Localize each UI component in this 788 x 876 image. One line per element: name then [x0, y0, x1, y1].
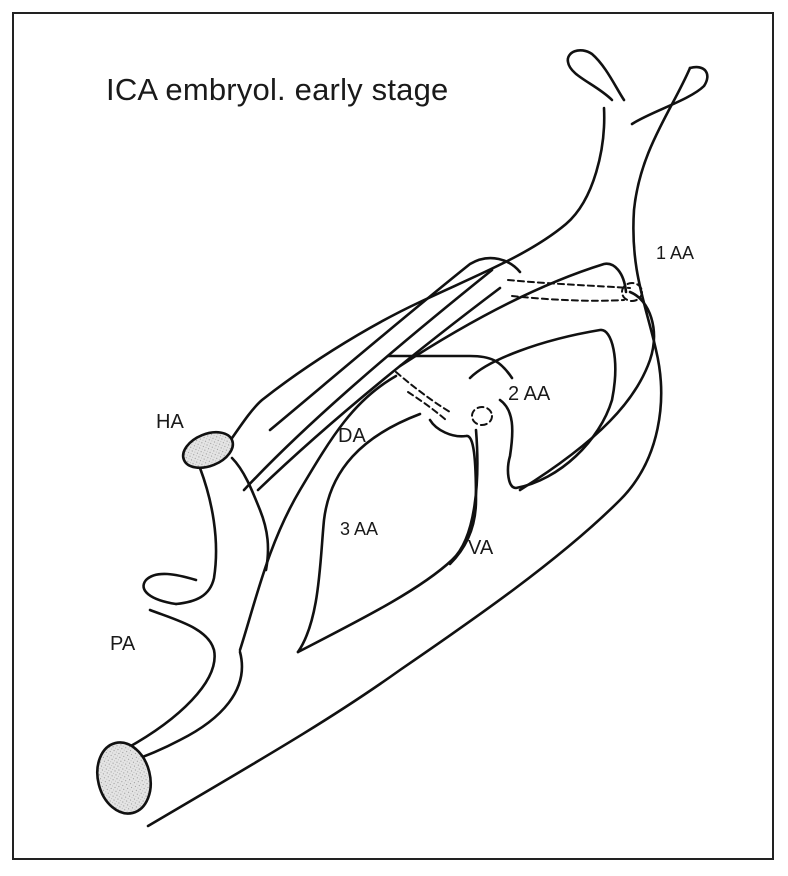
ha-cut-end — [181, 430, 235, 470]
dorsal-tube-2a — [268, 256, 522, 432]
aa3-loop — [296, 428, 479, 654]
label-da: DA — [338, 425, 366, 447]
dorsal-tube-1a — [242, 268, 494, 492]
label-ha: HA — [156, 411, 184, 433]
aa2-lower — [468, 328, 617, 490]
ha-stem-outer — [174, 466, 218, 606]
pa-stub — [142, 572, 198, 606]
da-inner-edge — [296, 412, 422, 654]
label-1aa: 1 AA — [656, 243, 695, 263]
hidden-loop-lower — [471, 406, 493, 426]
label-2aa: 2 AA — [508, 383, 551, 405]
ha-stem-inner — [230, 456, 270, 572]
main-trunk-upper-edge — [214, 106, 606, 462]
diagram-title: ICA embryol. early stage — [106, 72, 449, 107]
dorsal-tube-2b — [398, 262, 628, 368]
trunk-cut-end — [96, 741, 152, 815]
hidden-segment-mid — [395, 371, 451, 413]
da-outer-edge — [238, 374, 398, 652]
dorsal-tube-1b — [256, 286, 502, 492]
label-3aa: 3 AA — [340, 519, 379, 539]
main-trunk-lower-edge — [146, 66, 692, 828]
top-branch-left — [566, 49, 626, 102]
hidden-segment-mid-2 — [407, 391, 447, 421]
top-branch-right — [630, 65, 709, 126]
hidden-segment-upper-2 — [511, 295, 625, 302]
hidden-segment-upper — [507, 279, 631, 289]
label-va: VA — [468, 537, 494, 559]
aa1-descending — [518, 290, 656, 492]
va-curve — [428, 418, 478, 566]
aa2-upper — [386, 354, 514, 380]
label-pa: PA — [110, 633, 136, 655]
hidden-loop-upper — [621, 282, 643, 302]
pa-lower-edge — [118, 608, 216, 754]
